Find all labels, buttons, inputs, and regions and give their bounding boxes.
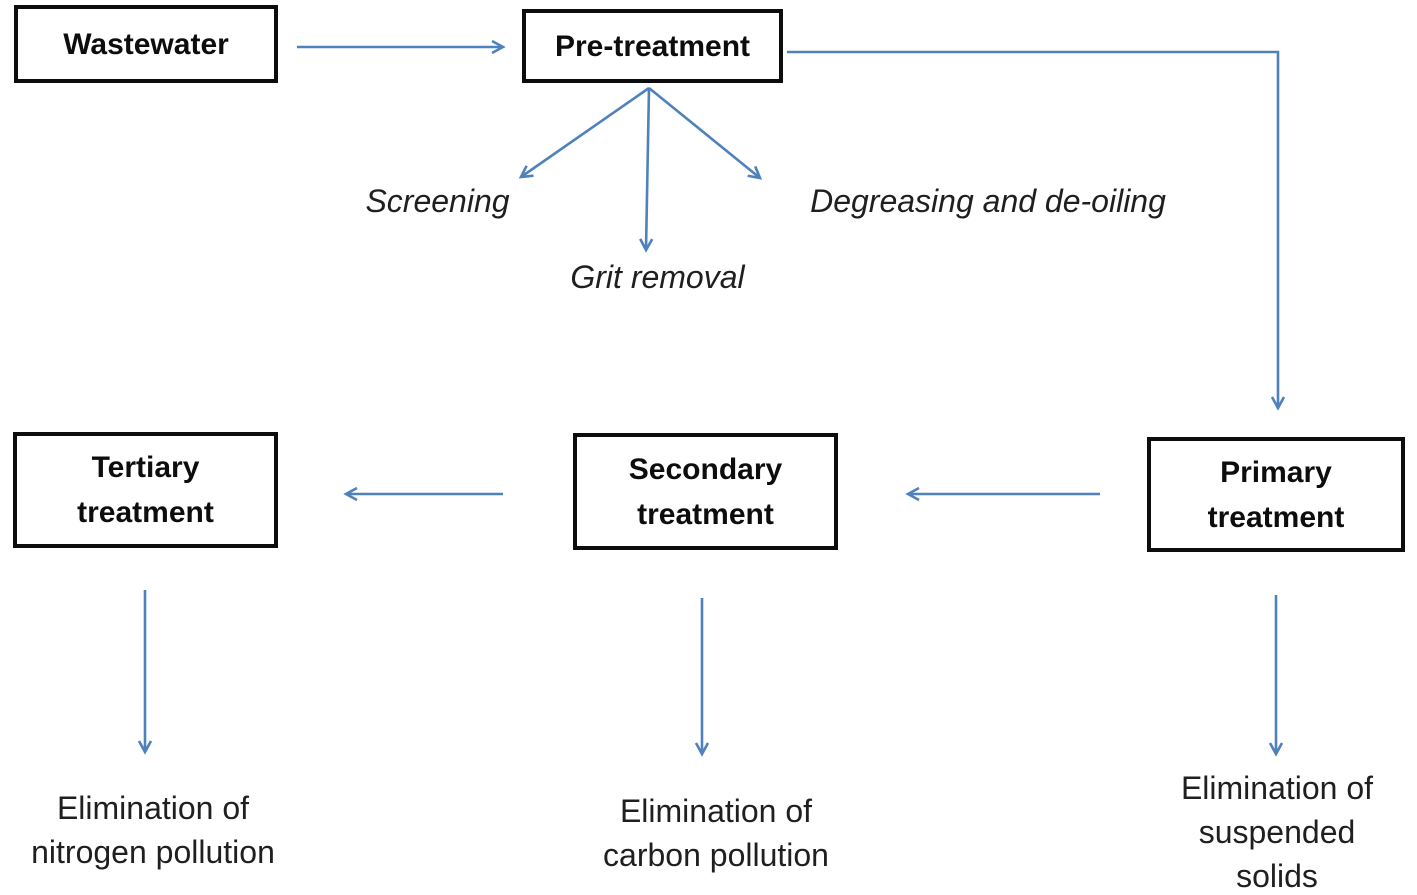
label-elimination-suspended-solids: Elimination of suspended solids: [1180, 770, 1374, 894]
label-elimination-nitrogen: Elimination of nitrogen pollution: [31, 790, 275, 870]
label-grit-removal: Grit removal: [570, 259, 745, 295]
node-secondary-treatment: Secondary treatment: [573, 433, 838, 550]
arrow-pretreatment-to-grit-removal: [639, 87, 654, 253]
label-degreasing-de-oiling: Degreasing and de-oiling: [810, 183, 1166, 219]
arrow-pretreatment-to-screening: [518, 86, 650, 179]
label-screening: Screening: [365, 183, 510, 219]
node-wastewater: Wastewater: [14, 5, 278, 83]
node-pretreatment: Pre-treatment: [522, 9, 783, 83]
arrow-pretreatment-to-degreasing: [648, 86, 763, 180]
connector-pretreatment-to-primary: [787, 50, 1286, 411]
label-elimination-carbon: Elimination of carbon pollution: [603, 793, 829, 873]
node-primary-treatment: Primary treatment: [1147, 437, 1405, 552]
node-tertiary-treatment: Tertiary treatment: [13, 432, 278, 548]
